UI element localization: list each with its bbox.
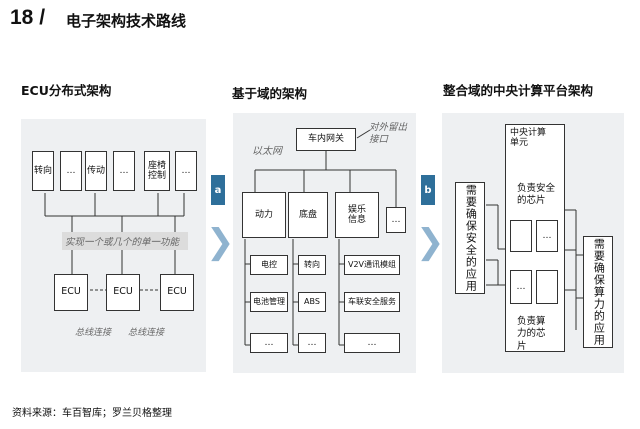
secure-apps-label: 需要确保安全的应用 bbox=[464, 184, 478, 292]
ecu-box: ECU bbox=[54, 274, 88, 311]
page-number: 18 / bbox=[10, 6, 46, 29]
function-box-more: … bbox=[175, 151, 197, 191]
domain-item: … bbox=[344, 333, 400, 353]
chevron-right-icon: ❯ bbox=[206, 222, 235, 262]
source-note: 资料来源：车百智库；罗兰贝格整理 bbox=[12, 408, 172, 419]
domain-box-more: … bbox=[386, 207, 406, 233]
secure-chip-more: … bbox=[536, 220, 558, 252]
domain-section-title: 基于域的架构 bbox=[232, 86, 308, 101]
transition-badge-a: a bbox=[211, 175, 225, 205]
domain-item: 电池管理 bbox=[250, 292, 288, 312]
compute-chip-more: … bbox=[510, 270, 532, 304]
ecu-box: ECU bbox=[106, 274, 140, 311]
external-interface-label: 对外留出 接口 bbox=[369, 122, 408, 146]
transition-badge-b: b bbox=[421, 175, 435, 205]
domain-item: … bbox=[250, 333, 288, 353]
secure-apps-box: 需要确保安全的应用 bbox=[455, 182, 485, 294]
function-box-steering: 转向 bbox=[32, 151, 54, 191]
bus-connection-label: 总线连接 bbox=[128, 328, 165, 338]
central-section-title: 整合域的中央计算平台架构 bbox=[443, 83, 594, 98]
domain-item: V2V通讯模组 bbox=[344, 255, 400, 275]
domain-item: 转向 bbox=[298, 255, 326, 275]
compute-chip-label: 负责算 力的芯 片 bbox=[517, 316, 546, 352]
ethernet-label: 以太网 bbox=[252, 146, 282, 157]
domain-panel bbox=[233, 113, 416, 373]
domain-item: 电控 bbox=[250, 255, 288, 275]
domain-item: … bbox=[298, 333, 326, 353]
function-box-transmission: 传动 bbox=[85, 151, 107, 191]
compute-chip-box bbox=[536, 270, 558, 304]
ecu-section-title: ECU分布式架构 bbox=[21, 83, 112, 98]
secure-chip-box bbox=[510, 220, 532, 252]
secure-chip-label: 负责安全 的芯片 bbox=[517, 183, 556, 207]
bus-connection-label: 总线连接 bbox=[75, 328, 112, 338]
function-box-seat-control: 座椅 控制 bbox=[144, 151, 170, 191]
domain-box-chassis: 底盘 bbox=[288, 192, 328, 238]
chevron-right-icon: ❯ bbox=[416, 222, 445, 262]
function-box-more: … bbox=[60, 151, 82, 191]
domain-box-infotainment: 娱乐 信息 bbox=[335, 192, 379, 238]
gateway-box: 车内网关 bbox=[296, 128, 356, 151]
function-box-more: … bbox=[113, 151, 135, 191]
function-annotation: 实现一个或几个的单一功能 bbox=[62, 232, 188, 250]
compute-apps-label: 需要确保算力的应用 bbox=[592, 238, 606, 346]
ecu-box: ECU bbox=[160, 274, 194, 311]
domain-box-powertrain: 动力 bbox=[242, 192, 286, 238]
domain-item: ABS bbox=[298, 292, 326, 312]
domain-item: 车联安全服务 bbox=[344, 292, 400, 312]
compute-apps-box: 需要确保算力的应用 bbox=[583, 236, 613, 348]
page-title: 电子架构技术路线 bbox=[66, 12, 187, 30]
